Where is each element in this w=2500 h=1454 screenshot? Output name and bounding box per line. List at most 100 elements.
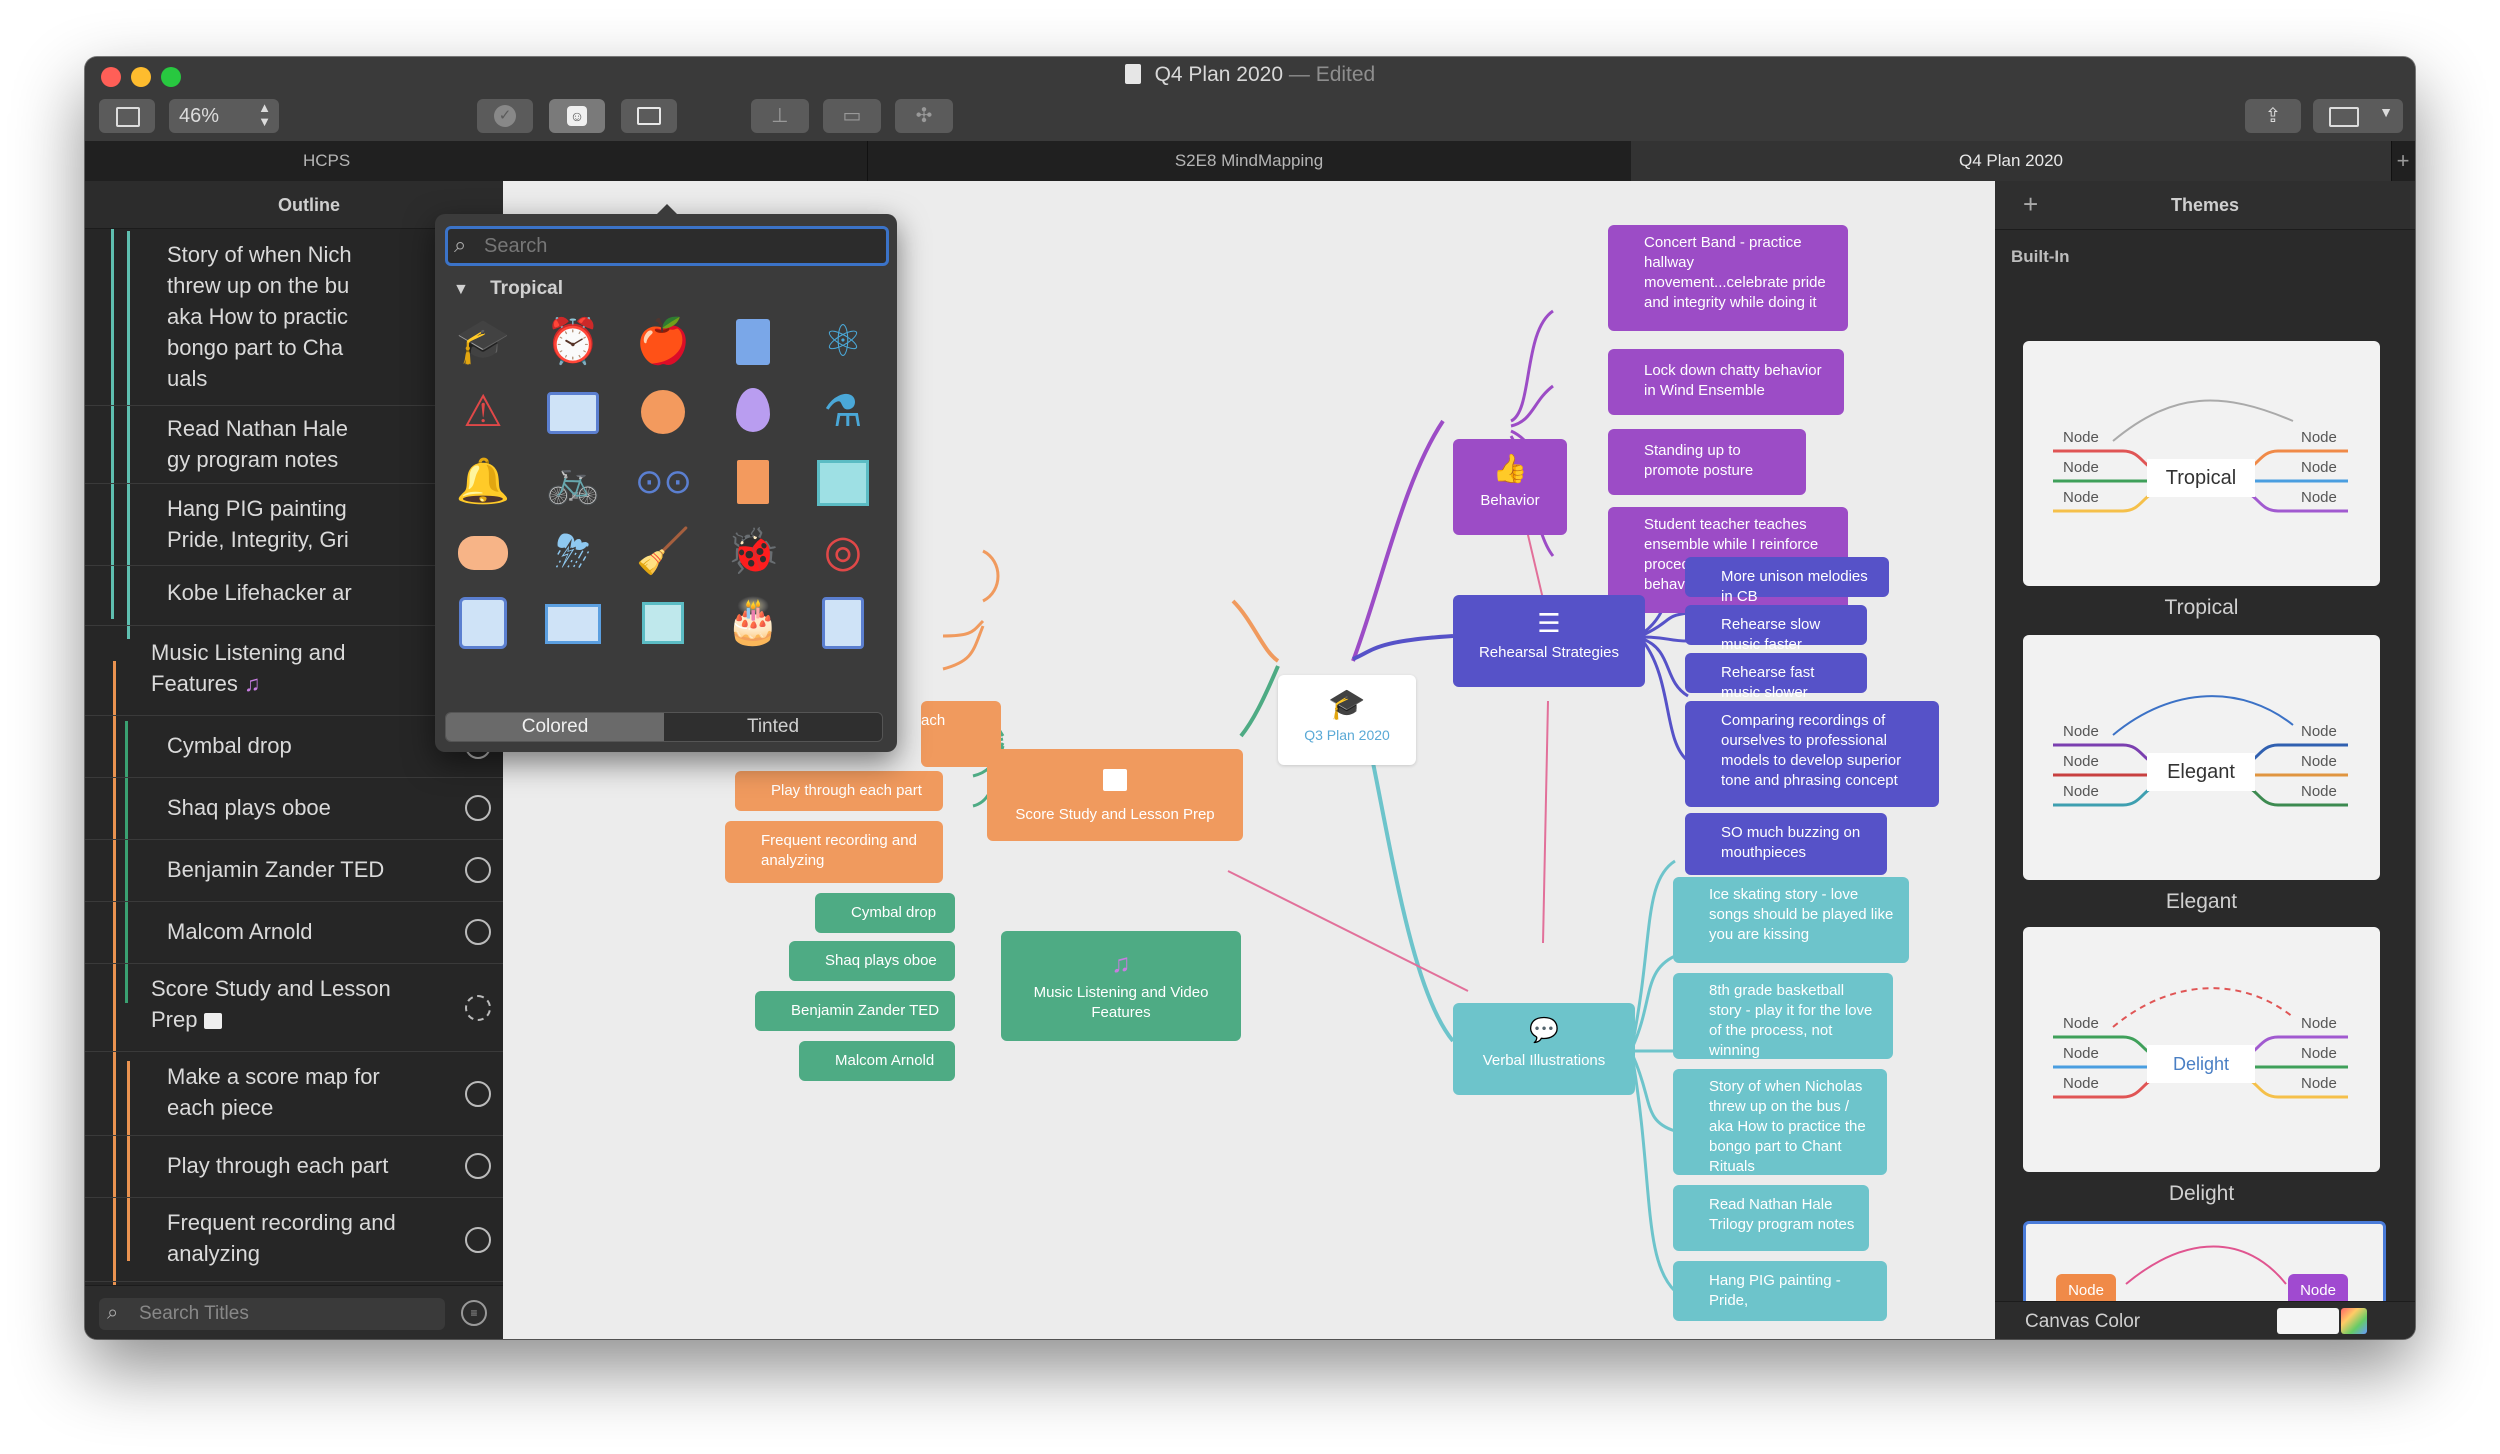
image-button[interactable]: [621, 99, 677, 133]
verbal-child-node[interactable]: 8th grade basketball story - play it for…: [1673, 973, 1893, 1059]
music-node[interactable]: ♫ Music Listening and Video Features: [1001, 931, 1241, 1041]
theme-card-delight[interactable]: Node Node Node Node Node Node Delight De…: [2023, 927, 2380, 1205]
rehearsal-child-node[interactable]: Rehearse slow music faster: [1685, 605, 1867, 653]
rehearsal-node[interactable]: ☰ Rehearsal Strategies: [1453, 595, 1645, 687]
score-child-node[interactable]: ach: [921, 701, 1001, 767]
status-circle[interactable]: [465, 1153, 491, 1179]
status-circle[interactable]: [465, 857, 491, 883]
graduation-cap-icon[interactable]: 🎓: [455, 317, 511, 366]
bicycle-icon[interactable]: 🚲: [545, 457, 601, 506]
verbal-node[interactable]: 💬 Verbal Illustrations: [1453, 1003, 1635, 1095]
outline-row-pig-painting[interactable]: Hang PIG painting Pride, Integrity, Gri: [85, 483, 503, 566]
music-child-node[interactable]: Benjamin Zander TED: [755, 991, 955, 1031]
outline-row-shaq[interactable]: Shaq plays oboe: [85, 777, 503, 840]
bus-icon[interactable]: [455, 594, 511, 650]
outline-row-malcom[interactable]: Malcom Arnold: [85, 901, 503, 964]
archive-box-icon[interactable]: [815, 454, 871, 510]
status-circle[interactable]: [465, 1227, 491, 1253]
outline-row-score-study[interactable]: Score Study and Lesson Prep: [85, 963, 503, 1052]
theme-card-elegant[interactable]: Node Node Node Node Node Node Elegant El…: [2023, 635, 2380, 913]
status-circle[interactable]: [465, 1081, 491, 1107]
broom-icon[interactable]: 🧹: [635, 527, 691, 576]
add-child-button[interactable]: ⊥: [751, 99, 809, 133]
rehearsal-child-node[interactable]: Rehearse fast music slower: [1685, 653, 1867, 701]
rehearsal-child-node[interactable]: More unison melodies in CB: [1685, 557, 1889, 605]
verbal-child-node[interactable]: Story of when Nicholas threw up on the b…: [1673, 1069, 1887, 1175]
close-window-button[interactable]: [101, 67, 121, 87]
id-badge-icon[interactable]: [545, 384, 601, 440]
verbal-child-node[interactable]: Hang PIG painting - Pride,: [1673, 1261, 1887, 1321]
partial-icon[interactable]: ▲: [635, 659, 691, 674]
storm-cloud-icon[interactable]: ⛈: [555, 527, 591, 576]
score-node[interactable]: Score Study and Lesson Prep: [987, 749, 1243, 841]
filter-icon[interactable]: ≡: [461, 1300, 487, 1326]
checkmark-button[interactable]: ✓: [477, 99, 533, 133]
behavior-child-node[interactable]: Standing up to promote posture: [1608, 429, 1806, 495]
score-child-node[interactable]: Play through each part: [735, 771, 943, 811]
warning-icon[interactable]: ⚠: [463, 387, 503, 436]
outline-row-nicholas[interactable]: Story of when Nich threw up on the bu ak…: [85, 229, 503, 406]
outline-row-nathan-hale[interactable]: Read Nathan Hale gy program notes: [85, 405, 503, 484]
color-picker-icon[interactable]: [2341, 1308, 2367, 1334]
cabinet-icon[interactable]: [725, 314, 781, 370]
outline-row-kobe[interactable]: Kobe Lifehacker ar: [85, 565, 503, 626]
add-theme-button[interactable]: +: [2023, 189, 2039, 219]
new-tab-button[interactable]: +: [2396, 148, 2410, 173]
score-child-node[interactable]: Frequent recording and analyzing: [725, 821, 943, 883]
canvas-color-swatch[interactable]: [2277, 1308, 2339, 1334]
outline-row-play-through[interactable]: Play through each part: [85, 1135, 503, 1198]
behavior-child-node[interactable]: Lock down chatty behavior in Wind Ensemb…: [1608, 349, 1844, 415]
theme-card-tropical[interactable]: Node Node Node Node Node Node Tropical T…: [2023, 341, 2380, 619]
basketball-icon[interactable]: [635, 384, 691, 440]
outline-row-music-listening[interactable]: Music Listening and Features ♫: [85, 625, 503, 716]
zoom-stepper[interactable]: 46% ▲▼: [169, 99, 279, 133]
card-icon[interactable]: [545, 594, 601, 650]
verbal-child-node[interactable]: Read Nathan Hale Trilogy program notes: [1673, 1185, 1869, 1251]
calculator-icon[interactable]: [815, 594, 871, 650]
music-child-node[interactable]: Malcom Arnold: [799, 1041, 955, 1081]
callout-button[interactable]: ▭: [823, 99, 881, 133]
music-child-node[interactable]: Shaq plays oboe: [789, 941, 955, 981]
partial-icon[interactable]: ∞: [815, 659, 871, 674]
alarm-clock-icon[interactable]: ⏰: [545, 317, 601, 366]
icon-group-header[interactable]: ▼ Tropical: [453, 278, 563, 299]
apple-icon[interactable]: 🍎: [635, 317, 691, 366]
brain-icon[interactable]: [455, 524, 511, 580]
theme-card-rainbow[interactable]: Node Node: [2023, 1221, 2386, 1309]
behavior-child-node[interactable]: Concert Band - practice hallway movement…: [1608, 225, 1848, 331]
share-button[interactable]: ⇪: [2245, 99, 2301, 133]
partial-icon[interactable]: ▭: [545, 659, 601, 674]
book-icon[interactable]: [725, 454, 781, 510]
center-node[interactable]: 🎓 Q3 Plan 2020: [1278, 675, 1416, 765]
tab-s2e8-mindmapping[interactable]: S2E8 MindMapping: [867, 141, 1632, 181]
music-child-node[interactable]: Cymbal drop: [815, 893, 955, 933]
toggle-outline-button[interactable]: [99, 99, 155, 133]
behavior-node[interactable]: 👍 Behavior: [1453, 439, 1567, 535]
zoom-window-button[interactable]: [161, 67, 181, 87]
balloon-icon[interactable]: [725, 384, 781, 440]
tab-hcps[interactable]: HCPS: [85, 141, 868, 181]
status-circle[interactable]: [465, 919, 491, 945]
outline-row-frequent-recording[interactable]: Frequent recording and analyzing: [85, 1197, 503, 1282]
minimize-window-button[interactable]: [131, 67, 151, 87]
tab-q4-plan-2020[interactable]: Q4 Plan 2020: [1631, 141, 2392, 181]
outline-row-cymbal-drop[interactable]: Cymbal drop: [85, 715, 503, 778]
search-titles-field[interactable]: ⌕ Search Titles: [99, 1298, 445, 1330]
target-icon[interactable]: ◎: [823, 527, 863, 576]
view-mode-button[interactable]: ▼: [2313, 99, 2403, 133]
chip-icon[interactable]: [635, 594, 691, 650]
verbal-child-node[interactable]: Ice skating story - love songs should be…: [1673, 877, 1909, 963]
partial-icon[interactable]: ▭: [725, 659, 781, 674]
outline-row-score-map[interactable]: Make a score map for each piece: [85, 1051, 503, 1136]
icon-search-field[interactable]: ⌕ Search: [445, 226, 889, 266]
status-circle[interactable]: [465, 795, 491, 821]
bell-icon[interactable]: 🔔: [455, 457, 511, 506]
colored-tab[interactable]: Colored: [446, 713, 664, 741]
rehearsal-child-node[interactable]: Comparing recordings of ourselves to pro…: [1685, 701, 1939, 807]
rehearsal-child-node[interactable]: SO much buzzing on mouthpieces: [1685, 813, 1887, 875]
cake-icon[interactable]: 🎂: [725, 597, 781, 646]
flask-icon[interactable]: ⚗: [823, 387, 863, 436]
bug-icon[interactable]: 🐞: [725, 527, 781, 576]
outline-row-zander[interactable]: Benjamin Zander TED: [85, 839, 503, 902]
binoculars-icon[interactable]: ⊙⊙: [635, 463, 692, 501]
